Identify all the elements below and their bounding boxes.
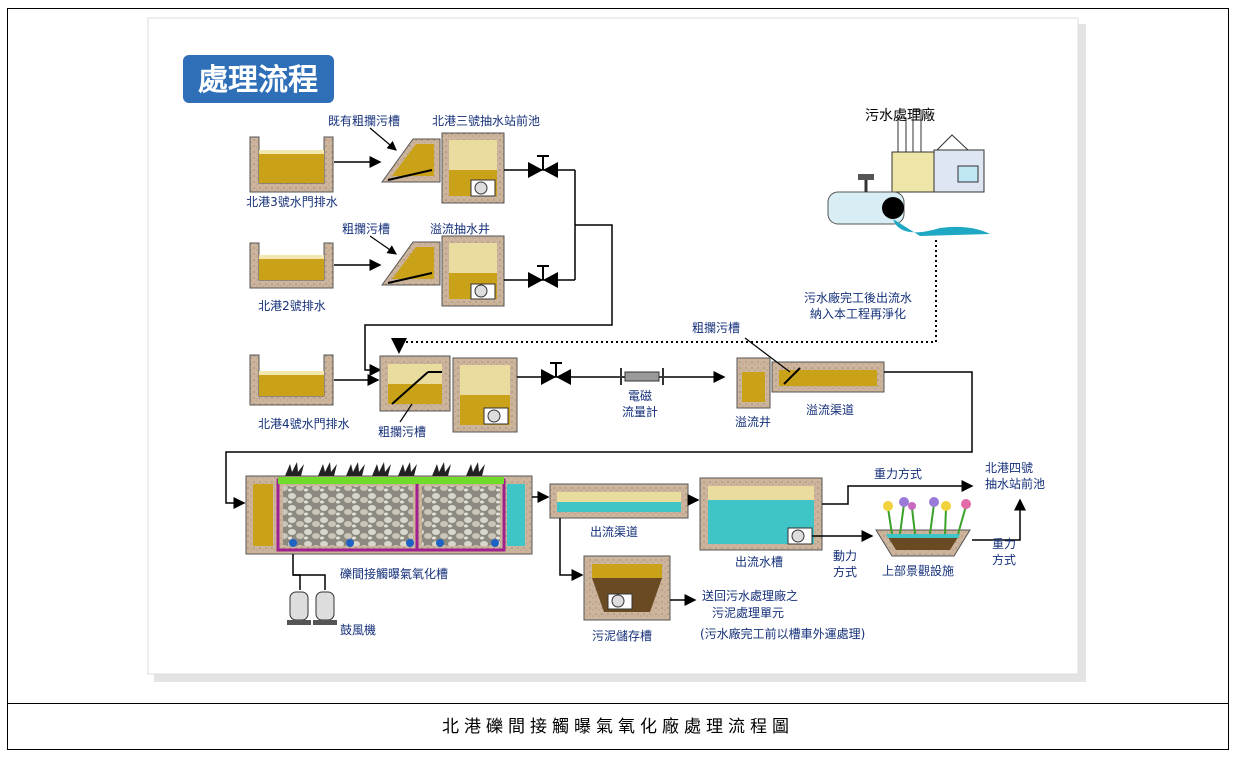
- title-badge: [183, 55, 334, 103]
- label-gravity-right-2: 方式: [992, 552, 1016, 567]
- label-sludge-tank: 污泥儲存槽: [592, 629, 652, 643]
- flowmeter-icon: [620, 368, 664, 385]
- label-existing-screen: 既有粗攔污槽: [328, 113, 400, 128]
- label-power-1: 動力: [833, 549, 857, 563]
- label-gate3: 北港3號水門排水: [246, 195, 338, 209]
- label-pump3-forebay: 北港三號抽水站前池: [432, 113, 540, 128]
- label-power-2: 方式: [833, 564, 857, 579]
- pump-icon: [611, 594, 625, 608]
- label-outflow-weir: 出流渠道: [590, 525, 638, 539]
- sewage-outfall: [827, 174, 990, 236]
- label-sludge-note-2: 污泥處理單元: [712, 606, 784, 620]
- label-gravity-right-1: 重力: [992, 537, 1016, 551]
- pump3-forebay: [441, 132, 505, 204]
- wetland: [875, 529, 971, 557]
- label-overflow-weir: 溢流渠道: [806, 403, 854, 417]
- label-sewage-note-2: 納入本工程再淨化: [810, 306, 906, 321]
- valve-icon: [528, 265, 558, 288]
- pump4-well: [452, 357, 518, 433]
- process-flow-diagram: 處理流程 既有粗攔污槽 北港三號抽水站前池 北港3號水門排水: [147, 17, 1086, 682]
- overflow-well: [736, 357, 771, 409]
- drain2-channel: [249, 242, 334, 289]
- label-sludge-note-3: (污水廠完工前以槽車外運處理): [700, 626, 865, 641]
- aeration-tank: [245, 475, 533, 555]
- gate3-channel: [249, 136, 334, 193]
- label-pump4-forebay-2: 抽水站前池: [985, 476, 1045, 491]
- pump-icon: [487, 409, 501, 423]
- outflow-tank: [699, 477, 823, 551]
- label-sewage-note-1: 污水廠完工後出流水: [804, 290, 912, 305]
- label-overflow-well: 溢流井: [735, 415, 771, 429]
- screen-1: [381, 138, 441, 183]
- overflow-pump-well: [441, 235, 505, 307]
- label-drain2: 北港2號排水: [258, 299, 326, 313]
- label-sludge-note-1: 送回污水處理廠之: [702, 588, 798, 603]
- pump-icon: [474, 284, 488, 298]
- outflow-weir: [549, 483, 689, 519]
- label-flowmeter-1: 電磁: [628, 388, 652, 403]
- label-flowmeter-2: 流量計: [622, 404, 658, 419]
- label-gravity-top: 重力方式: [874, 466, 922, 481]
- label-screen-right: 粗攔污槽: [692, 320, 740, 335]
- label-aeration-tank: 礫間接觸曝氣氧化槽: [340, 566, 448, 581]
- figure-frame: [7, 8, 1229, 750]
- screen-3: [379, 355, 451, 412]
- screen-2: [381, 241, 441, 286]
- label-pump4-forebay-1: 北港四號: [985, 461, 1033, 475]
- gate4-channel: [249, 354, 334, 406]
- label-gate4: 北港4號水門排水: [258, 417, 350, 431]
- overflow-weir: [771, 361, 885, 393]
- sludge-tank: [583, 555, 671, 621]
- plant-icon: [883, 497, 971, 535]
- label-blower: 鼓風機: [340, 622, 376, 637]
- label-screen-bottom: 粗攔污槽: [378, 424, 426, 439]
- caption-divider: [7, 703, 1229, 704]
- plant-icon: [285, 462, 485, 476]
- label-screen2: 粗攔污槽: [342, 221, 390, 236]
- label-sewage-plant: 污水處理廠: [865, 107, 935, 124]
- pump-icon: [791, 529, 805, 543]
- label-overflow-well-top: 溢流抽水井: [430, 222, 490, 236]
- valve-icon: [541, 362, 571, 385]
- figure-caption: 北港礫間接觸曝氣氧化廠處理流程圖: [442, 717, 794, 737]
- label-wetland: 上部景觀設施: [882, 563, 954, 578]
- valve-icon: [528, 155, 558, 178]
- blower-icon: [287, 591, 337, 625]
- factory-icon: [891, 109, 985, 193]
- pump-icon: [474, 181, 488, 195]
- label-outflow-tank: 出流水槽: [735, 555, 783, 569]
- diagram-title: 處理流程: [198, 63, 318, 98]
